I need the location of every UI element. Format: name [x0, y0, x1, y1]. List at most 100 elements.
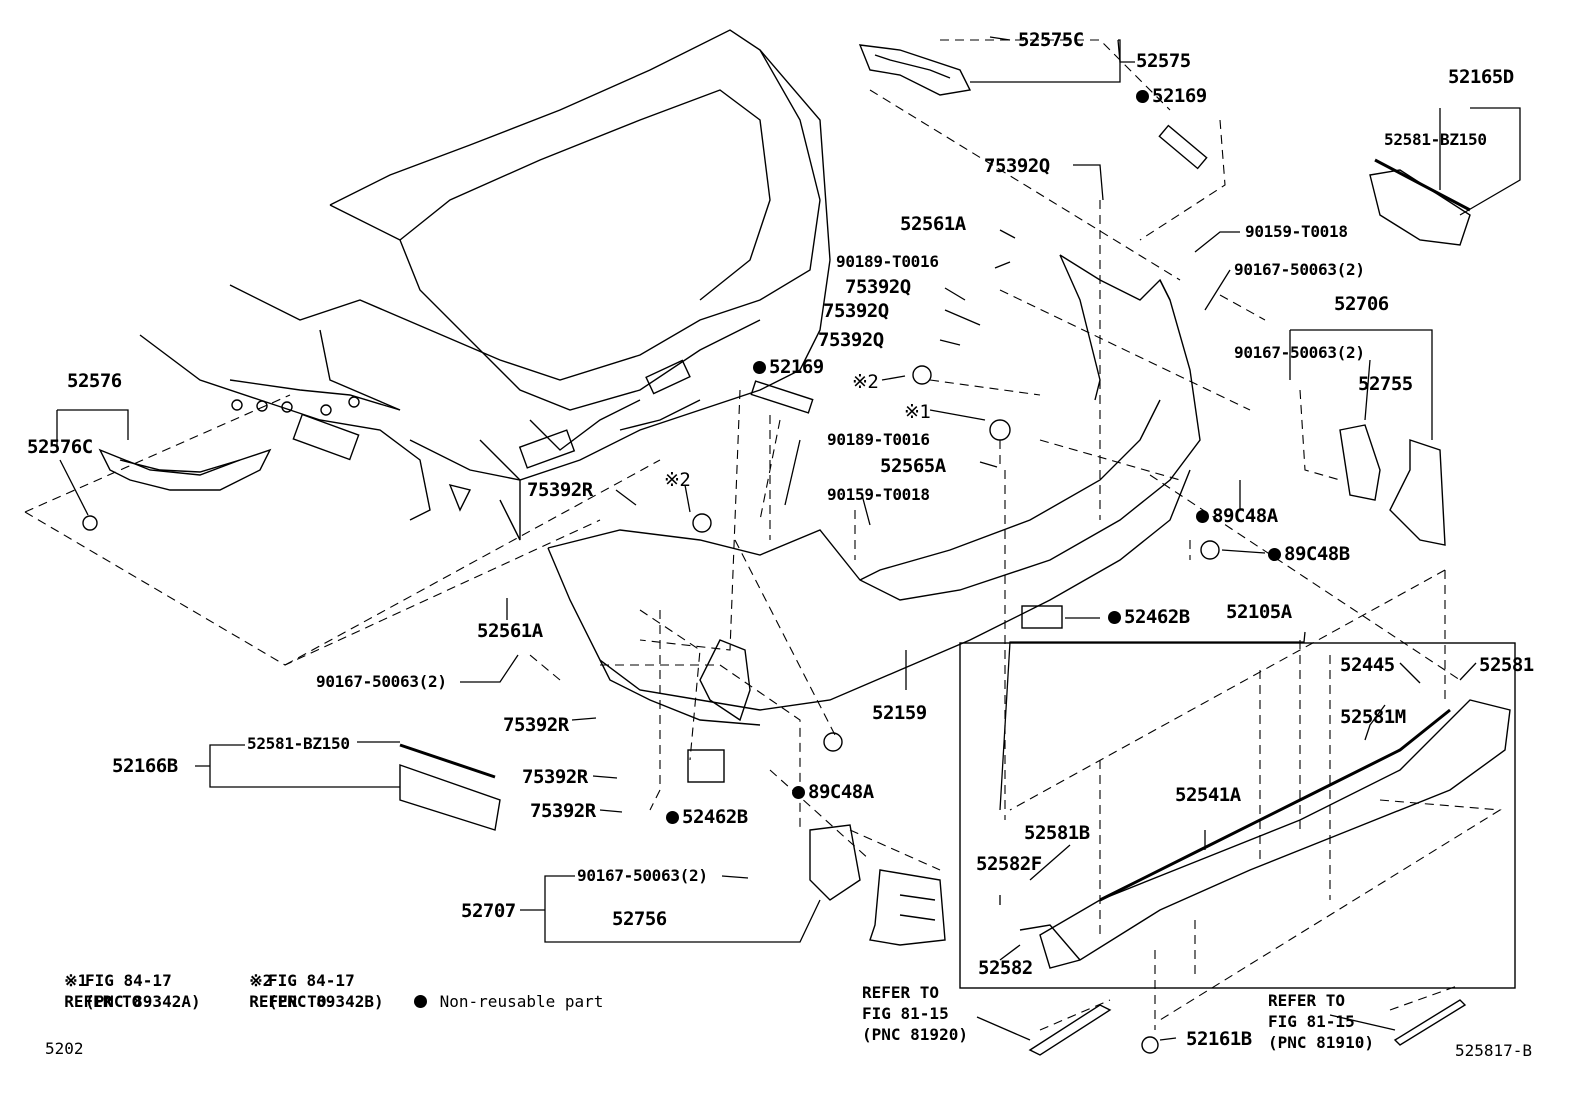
label-52561A-low: 52561A: [477, 620, 543, 642]
label-75392Q-b: 75392Q: [823, 300, 889, 322]
label-90167-50063-2-bottom: 90167-50063(2): [577, 866, 708, 885]
label-89C48B: 89C48B: [1268, 543, 1350, 565]
sensor-mark2-lower: [692, 513, 712, 533]
non-reusable-dot-icon: [1196, 510, 1209, 523]
reference-1-line-3: (PNC 89342A): [85, 992, 201, 1011]
label-52581: 52581: [1479, 654, 1534, 676]
label-90167-50063-2-r1: 90167-50063(2): [1234, 260, 1365, 279]
legend: Non-reusable part: [414, 992, 603, 1011]
spacer-52462B-right: [1021, 605, 1063, 629]
label-52581M: 52581M: [1340, 706, 1406, 728]
label-90159-T0018-top: 90159-T0018: [1245, 222, 1348, 241]
label-52576C: 52576C: [27, 436, 93, 458]
label-52581-BZ150-left: 52581-BZ150: [247, 734, 350, 753]
reference-note-1: ※1 REFER TO: [45, 949, 141, 1012]
label-52166B: 52166B: [112, 755, 178, 777]
pad-52169-top: [1158, 124, 1208, 170]
label-75392R-c: 75392R: [530, 800, 596, 822]
screw-52161B: [1141, 1036, 1159, 1054]
non-reusable-dot-icon: [1136, 90, 1149, 103]
reference-2-line-3: (PNC 89342B): [268, 992, 384, 1011]
label-75392Q-top: 75392Q: [984, 155, 1050, 177]
fig81-right-line-3: (PNC 81910): [1268, 1033, 1374, 1052]
label-52462B-right: 52462B: [1108, 606, 1190, 628]
non-reusable-dot-icon: [1268, 548, 1281, 561]
figure-code: 525817-B: [1455, 1041, 1533, 1060]
label-90189-T0016-top: 90189-T0016: [836, 252, 939, 271]
side-bracket-52707: [809, 824, 946, 946]
fig81-left-line-3: (PNC 81920): [862, 1025, 968, 1044]
label-52169-top: 52169: [1136, 85, 1207, 107]
non-reusable-dot-icon: [792, 786, 805, 799]
label-52582: 52582: [978, 957, 1033, 979]
pad-52169-mid: [750, 380, 814, 414]
label-52581-BZ150-top: 52581-BZ150: [1384, 130, 1487, 149]
label-90159-T0018-mid: 90159-T0018: [827, 485, 930, 504]
fig81-left-line-1: REFER TO: [862, 983, 940, 1002]
label-52707: 52707: [461, 900, 516, 922]
leader-lines: [56, 36, 1521, 1041]
non-reusable-dot-icon: [666, 811, 679, 824]
dashed-guides: [24, 39, 1502, 1031]
label-mark2-lower: ※2: [664, 469, 691, 491]
spacer-52462B-low: [687, 749, 725, 783]
spoiler-assembly-box: [959, 642, 1516, 989]
label-52161B: 52161B: [1186, 1028, 1252, 1050]
reference-note-2: ※2 REFER TO: [230, 949, 326, 1012]
label-52105A: 52105A: [1226, 601, 1292, 623]
label-52706: 52706: [1334, 293, 1389, 315]
fig81-right-line-2: FIG 81-15: [1268, 1012, 1355, 1031]
label-52541A: 52541A: [1175, 784, 1241, 806]
label-90167-50063-2-r2: 90167-50063(2): [1234, 343, 1365, 362]
label-89C48A-right: 89C48A: [1196, 505, 1278, 527]
sensor-mark2-upper: [912, 365, 932, 385]
label-52756: 52756: [612, 908, 667, 930]
grommet-89C48B: [1200, 540, 1220, 560]
label-52565A: 52565A: [880, 455, 946, 477]
reference-2-line-2: FIG 84-17: [268, 971, 355, 990]
label-mark2-upper: ※2: [852, 371, 879, 393]
grommet-89C48A-low: [823, 732, 843, 752]
sensor-mark1: [989, 419, 1011, 441]
label-52575C: 52575C: [1018, 29, 1084, 51]
label-90167-50063-2-left: 90167-50063(2): [316, 672, 447, 691]
label-75392R-a: 75392R: [503, 714, 569, 736]
screw-52576C: [82, 515, 98, 531]
molding-81920: [1028, 1004, 1112, 1056]
vehicle-body-outline: [139, 29, 831, 541]
label-75392R-b: 75392R: [522, 766, 588, 788]
label-52755: 52755: [1358, 373, 1413, 395]
label-90189-T0016-mid: 90189-T0016: [827, 430, 930, 449]
reference-2-line-1: REFER TO: [249, 992, 327, 1011]
fig81-right-line-1: REFER TO: [1268, 991, 1346, 1010]
non-reusable-dot-icon: [1108, 611, 1121, 624]
label-75392Q-c: 75392Q: [818, 329, 884, 351]
cover-52166B: [399, 743, 501, 831]
reference-mark-2: ※2: [249, 971, 273, 990]
label-75392R-top: 75392R: [527, 479, 593, 501]
reference-1-line-2: FIG 84-17: [85, 971, 172, 990]
legend-text: Non-reusable part: [439, 992, 604, 1011]
label-52462B-low: 52462B: [666, 806, 748, 828]
bumper-cover-52159: [547, 254, 1201, 726]
label-52445: 52445: [1340, 654, 1395, 676]
label-89C48A-low: 89C48A: [792, 781, 874, 803]
label-mark1: ※1: [904, 401, 931, 423]
label-52575: 52575: [1136, 50, 1191, 72]
fig81-left-line-2: FIG 81-15: [862, 1004, 949, 1023]
bracket-52576: [98, 448, 272, 491]
bracket-52575: [858, 44, 972, 96]
label-52169-mid: 52169: [753, 356, 824, 378]
label-52159: 52159: [872, 702, 927, 724]
label-75392Q-a: 75392Q: [845, 276, 911, 298]
reference-1-line-1: REFER TO: [64, 992, 142, 1011]
label-52165D: 52165D: [1448, 66, 1514, 88]
page-number: 5202: [45, 1039, 84, 1058]
label-52581B: 52581B: [1024, 822, 1090, 844]
spoiler-52105A: [1019, 699, 1511, 969]
non-reusable-dot-icon: [414, 995, 427, 1008]
label-52582F: 52582F: [976, 853, 1042, 875]
label-52561A-top: 52561A: [900, 213, 966, 235]
molding-81910: [1393, 999, 1467, 1046]
